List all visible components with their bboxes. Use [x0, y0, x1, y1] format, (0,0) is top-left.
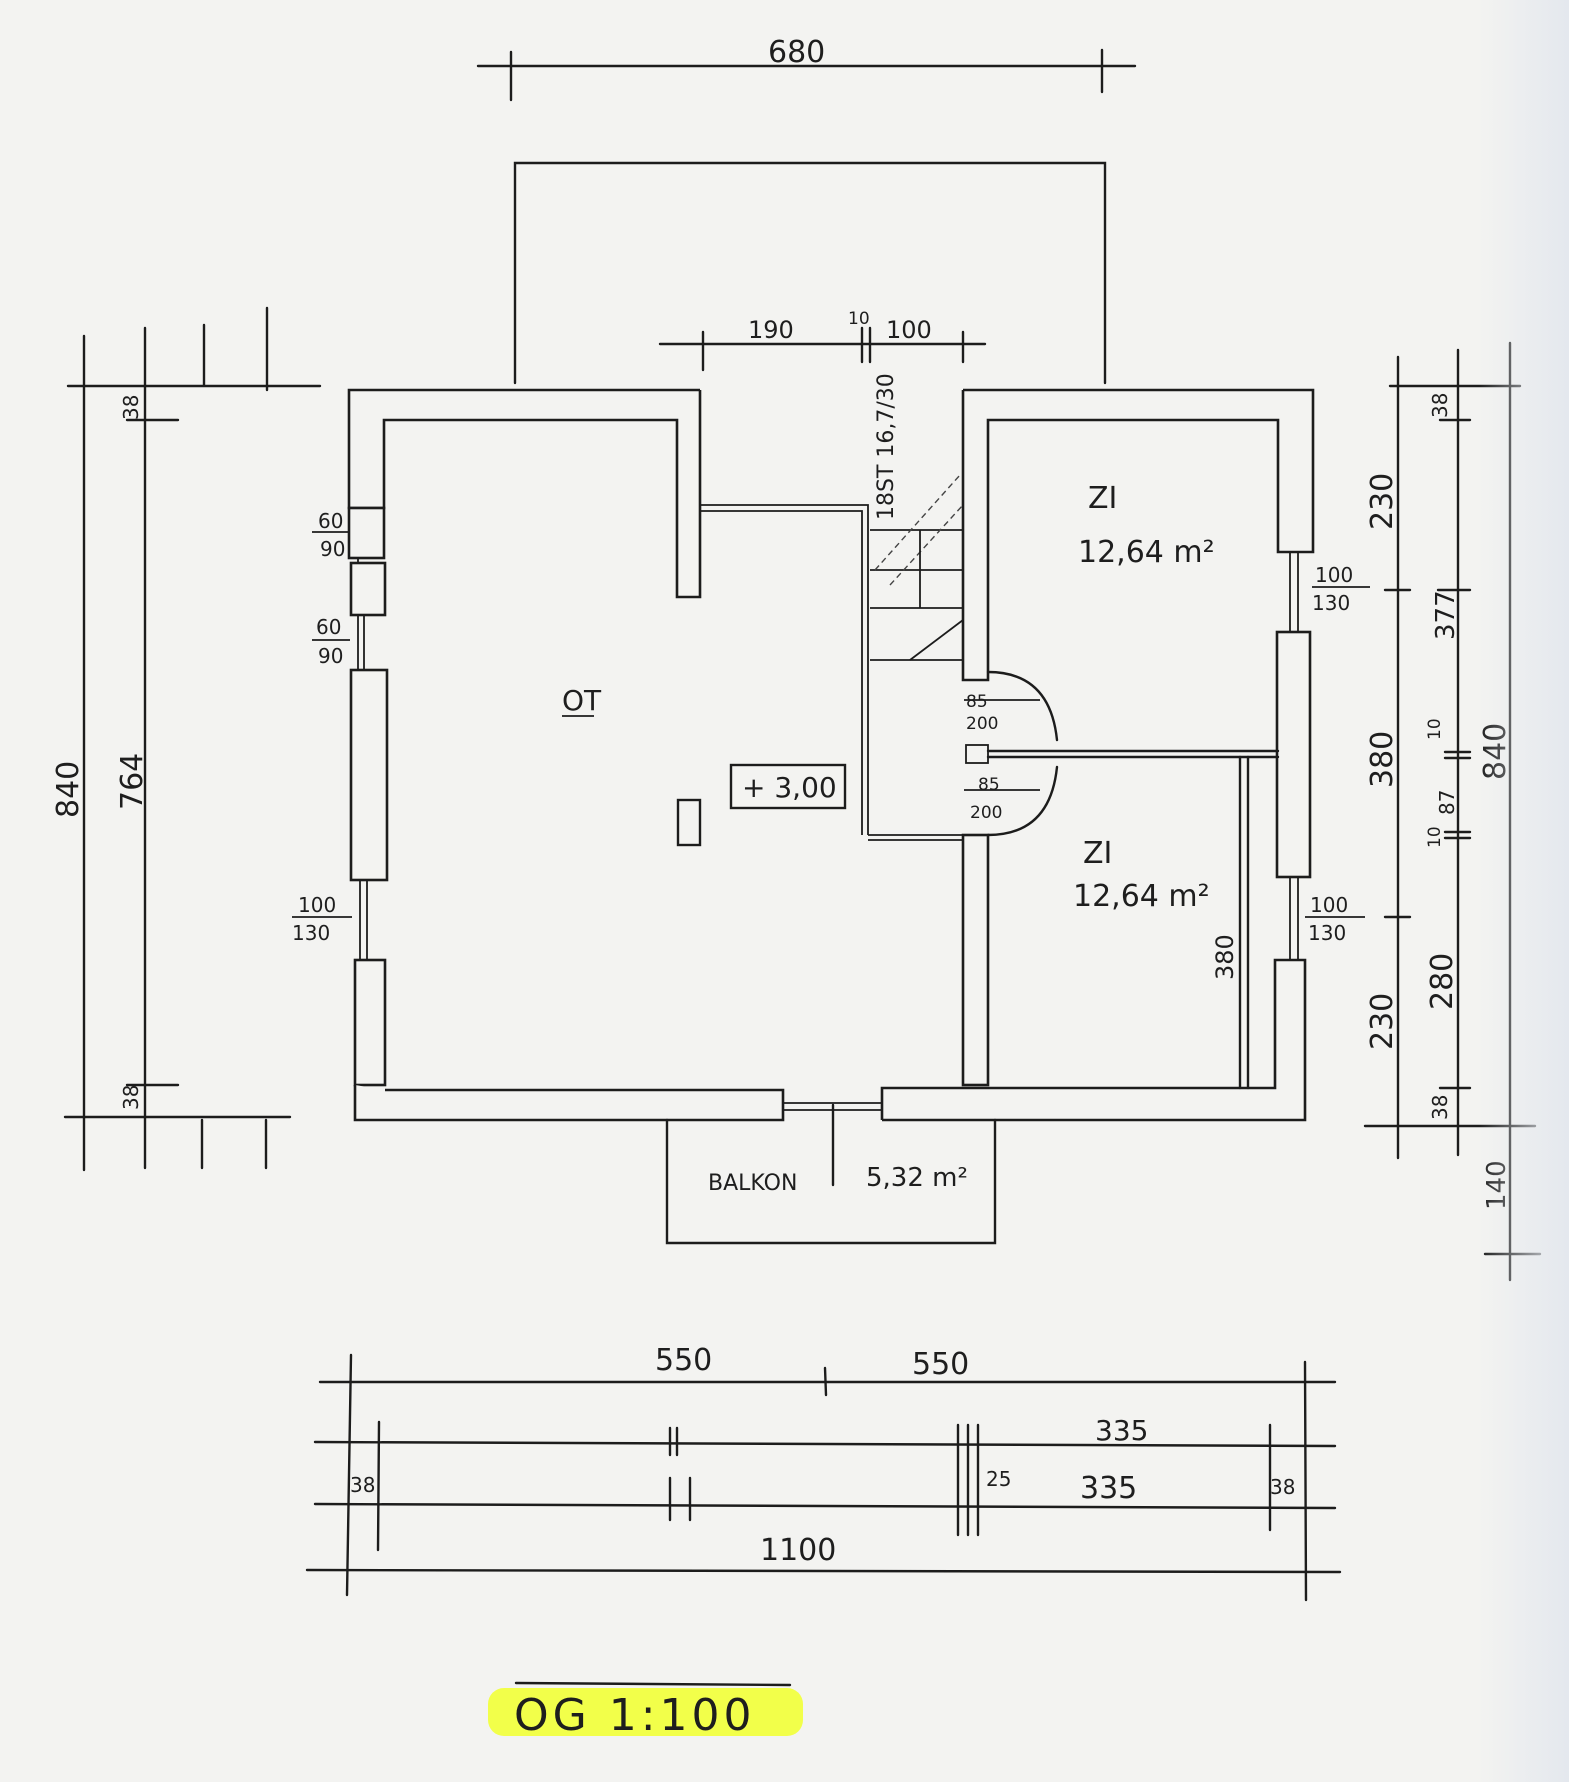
bottom-wall-left-38: 38 — [350, 1473, 375, 1497]
chimney — [676, 798, 702, 847]
right-wall-top-38: 38 — [1428, 393, 1452, 418]
right-mid-87: 87 — [1435, 790, 1459, 815]
win1-width: 60 — [318, 509, 343, 533]
right-windows — [1289, 552, 1299, 960]
drawing-scale-title: OG 1:100 — [514, 1690, 756, 1741]
balcony: BALKON 5,32 m² — [665, 1103, 997, 1245]
right-wall-bottom-38: 38 — [1428, 1095, 1452, 1120]
staircase: 18ST 16,7/30 — [700, 373, 964, 841]
stair-dimensions: 190 10 100 — [658, 309, 987, 372]
drawing-title: OG 1:100 — [488, 1681, 803, 1741]
door2-width: 85 — [978, 775, 1000, 795]
title-highlight — [488, 1688, 803, 1736]
level-mark-box — [729, 763, 847, 810]
right-dimensions: 38 230 380 230 377 10 87 10 280 38 840 1… — [1305, 341, 1542, 1282]
right-balcony-140: 140 — [1482, 1160, 1512, 1210]
door1-height: 200 — [966, 714, 998, 734]
right-total-840: 840 — [1478, 723, 1513, 780]
right-partition-10-bottom: 10 — [1425, 826, 1445, 848]
stair-label: 18ST 16,7/30 — [874, 373, 899, 520]
left-wall-bottom-38: 38 — [119, 1085, 143, 1110]
bottom-half-right-550: 550 — [912, 1347, 969, 1382]
dim-100-stair: 100 — [886, 316, 932, 344]
dim-10-stair: 10 — [848, 309, 870, 329]
bottom-partition-25: 25 — [986, 1467, 1011, 1491]
win3-height: 130 — [292, 921, 330, 945]
right-win-bottom-height: 130 — [1308, 921, 1346, 945]
bottom-wall-right-38: 38 — [1270, 1475, 1295, 1499]
bottom-total-1100: 1100 — [760, 1533, 836, 1568]
bottom-dimensions: 550 550 335 38 25 335 38 1100 — [305, 1343, 1342, 1602]
right-seg-230-bottom: 230 — [1365, 993, 1400, 1050]
door1-width: 85 — [966, 692, 988, 712]
win3-width: 100 — [298, 893, 336, 917]
left-wall-top-38: 38 — [119, 395, 143, 420]
right-win-bottom-width: 100 — [1310, 893, 1348, 917]
room-labels: OT + 3,00 ZI 12,64 m² ZI 12,64 m² 380 — [562, 481, 1239, 980]
door2-height: 200 — [970, 803, 1002, 823]
balcony-area: 5,32 m² — [866, 1163, 968, 1193]
right-win-top-width: 100 — [1315, 563, 1353, 587]
right-seg-230-top: 230 — [1365, 473, 1400, 530]
left-dimensions: 840 764 38 38 60 90 60 90 100 130 — [51, 306, 352, 1172]
exterior-walls — [347, 388, 1315, 1122]
right-win-top-height: 130 — [1312, 591, 1350, 615]
bottom-row1-335: 335 — [1095, 1414, 1148, 1447]
top-dimension-680: 680 — [476, 35, 1137, 102]
bottom-row2-335: 335 — [1080, 1471, 1137, 1506]
win2-height: 90 — [318, 644, 343, 668]
dim-190: 190 — [748, 316, 794, 344]
right-seg-380: 380 — [1365, 731, 1400, 788]
room2-depth: 380 — [1211, 934, 1239, 980]
bottom-half-left-550: 550 — [655, 1343, 712, 1378]
room2-name: ZI — [1083, 836, 1112, 871]
dim-680: 680 — [768, 35, 825, 70]
right-inner-280: 280 — [1425, 953, 1460, 1010]
room1-name: ZI — [1088, 481, 1117, 516]
living-room-label: OT — [562, 684, 602, 717]
win2-width: 60 — [316, 615, 341, 639]
right-inner-377: 377 — [1431, 590, 1461, 640]
left-inner-764: 764 — [115, 753, 150, 810]
balcony-label: BALKON — [708, 1171, 797, 1196]
room1-area: 12,64 m² — [1078, 535, 1215, 570]
win1-height: 90 — [320, 537, 345, 561]
room-doors: 85 200 85 200 — [964, 670, 1059, 837]
room2-area: 12,64 m² — [1073, 879, 1210, 914]
level-mark: + 3,00 — [742, 771, 837, 804]
right-partition-10-top: 10 — [1425, 718, 1445, 740]
left-windows — [357, 558, 368, 960]
roof-void-outline — [513, 161, 1107, 385]
left-total-840: 840 — [51, 761, 86, 818]
